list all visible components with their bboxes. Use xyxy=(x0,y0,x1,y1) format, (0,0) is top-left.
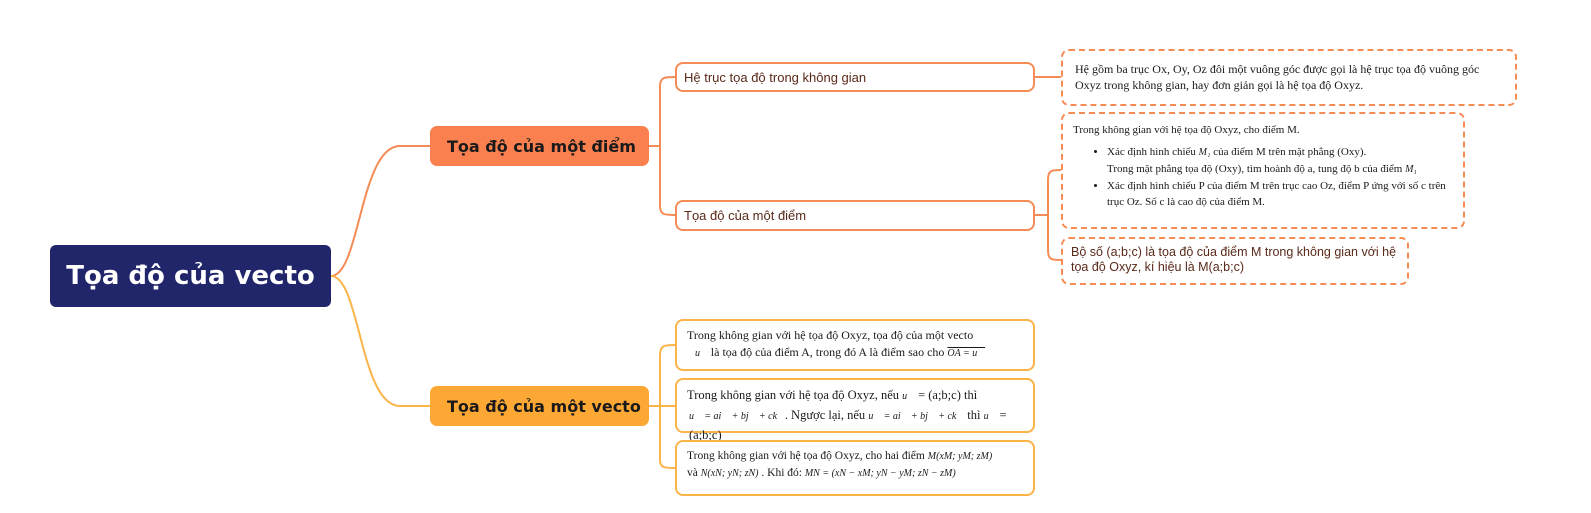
text-line: và N(xN; yN; zN) . Khi đó: MN = (xN − xM… xyxy=(687,465,1023,482)
math-m1: M₁ xyxy=(1405,164,1417,175)
vector-definition[interactable]: Trong không gian với hệ tọa độ Oxyz, tọa… xyxy=(675,319,1035,371)
math-m1: M₁ xyxy=(1198,147,1211,158)
math-m: M(xM; yM; zM) xyxy=(927,451,993,462)
bullet-text: của điểm M trên mặt phẳng (Oxy). xyxy=(1213,146,1367,158)
root-node[interactable]: Tọa độ của vecto xyxy=(50,245,331,307)
note-point-procedure: Trong không gian với hệ tọa độ Oxyz, cho… xyxy=(1061,112,1465,229)
math-u: u⃗ xyxy=(695,348,708,359)
text-line: Trong không gian với hệ tọa độ Oxyz, tọa… xyxy=(687,328,974,342)
text-part: . Ngược lại, nếu xyxy=(784,408,866,422)
text-line: u⃗ là tọa độ của điểm A, trong đó A là đ… xyxy=(687,344,1023,362)
bullet-text: Xác định hình chiếu xyxy=(1107,146,1196,158)
text-line: u⃗ = ai⃗ + bj⃗ + ck⃗. Ngược lại, nếu u⃗ … xyxy=(687,406,1023,444)
branch-point-coordinates[interactable]: Tọa độ của một điểm xyxy=(430,126,649,166)
note-bullet-projection-m1: Xác định hình chiếu M₁ của điểm M trên m… xyxy=(1107,144,1453,178)
bullet-text: Trong mặt phẳng tọa độ (Oxy), tìm hoành … xyxy=(1107,163,1403,175)
topic-point-coordinates[interactable]: Tọa độ của một điểm xyxy=(675,200,1035,231)
text-part: và xyxy=(687,467,698,479)
text-part: Trong không gian với hệ tọa độ Oxyz, cho… xyxy=(687,450,925,462)
vector-two-points[interactable]: Trong không gian với hệ tọa độ Oxyz, cho… xyxy=(675,440,1035,496)
math-expr: u⃗ = ai⃗ + bj⃗ + ck⃗ xyxy=(868,411,965,422)
text-part: là tọa độ của điểm A, trong đó A là điểm… xyxy=(710,345,945,359)
math-u: u⃗ xyxy=(983,411,997,422)
math-oa: OA = u⃗ xyxy=(947,348,986,359)
text-part: Trong không gian với hệ tọa độ Oxyz, nếu xyxy=(687,388,900,402)
topic-coordinate-system[interactable]: Hệ trục tọa độ trong không gian xyxy=(675,62,1035,92)
math-n: N(xN; yN; zN) xyxy=(700,468,759,479)
text-part: = (a;b;c) thì xyxy=(918,388,978,402)
note-point-definition: Bộ số (a;b;c) là tọa độ của điểm M trong… xyxy=(1061,237,1409,285)
branch-vector-coordinates[interactable]: Tọa độ của một vecto xyxy=(430,386,649,426)
text-part: . Khi đó: xyxy=(761,467,802,479)
text-part: thì xyxy=(967,408,981,422)
math-mn: MN = (xN − xM; yN − yM; zN − zM) xyxy=(804,468,956,479)
note-bullet-projection-p: Xác định hình chiếu P của điểm M trên tr… xyxy=(1107,178,1453,210)
text-line: Trong không gian với hệ tọa độ Oxyz, cho… xyxy=(687,448,1023,465)
note-intro: Trong không gian với hệ tọa độ Oxyz, cho… xyxy=(1073,124,1300,136)
math-u: u⃗ xyxy=(902,391,915,402)
vector-expansion[interactable]: Trong không gian với hệ tọa độ Oxyz, nếu… xyxy=(675,378,1035,442)
math-expr: u⃗ = ai⃗ + bj⃗ + ck⃗ xyxy=(689,411,785,422)
text-part: = (a;b;c) xyxy=(689,408,1007,442)
note-coordinate-system: Hệ gồm ba trục Ox, Oy, Oz đôi một vuông … xyxy=(1061,49,1517,106)
text-line: Trong không gian với hệ tọa độ Oxyz, nếu… xyxy=(687,386,1023,406)
